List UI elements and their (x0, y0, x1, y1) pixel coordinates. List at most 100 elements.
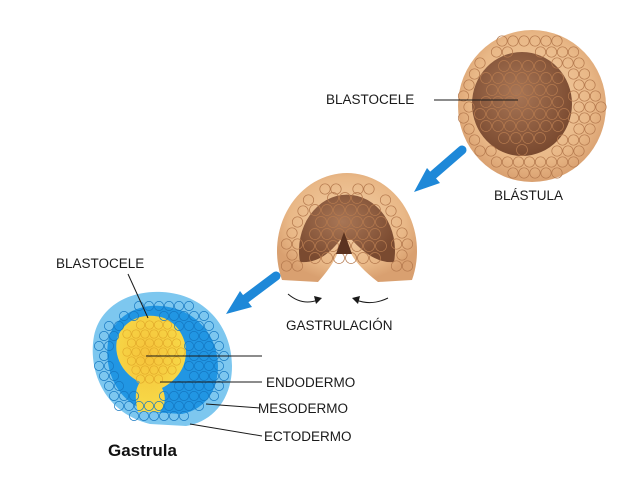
cell (507, 167, 519, 179)
cell (204, 341, 214, 351)
cell (122, 347, 132, 357)
cell (375, 240, 387, 252)
cell (573, 123, 585, 135)
cell (194, 381, 204, 391)
cell (589, 90, 602, 102)
cell (129, 311, 139, 321)
cell (131, 365, 141, 375)
cell (551, 57, 563, 69)
cell (99, 351, 109, 361)
cell (153, 338, 164, 348)
cell (153, 320, 164, 330)
cell (545, 46, 558, 58)
leader-ectodermo (189, 423, 263, 437)
cell (104, 381, 114, 391)
cell (209, 331, 219, 341)
label-mesodermo: MESODERMO (258, 401, 348, 416)
cell (595, 101, 607, 113)
cell (339, 216, 351, 228)
cell (401, 238, 414, 250)
cell (584, 79, 596, 91)
cell (174, 321, 184, 331)
cell (280, 260, 293, 272)
cell (552, 120, 564, 132)
cell (189, 311, 199, 321)
cell (204, 381, 214, 391)
label-blastocele-left: BLASTOCELE (56, 256, 144, 271)
cell (194, 341, 204, 351)
cell (522, 132, 534, 144)
cell (523, 156, 536, 168)
cell (345, 228, 357, 240)
cell (126, 356, 137, 366)
cell (309, 228, 321, 240)
cell (474, 145, 486, 157)
cell (357, 204, 369, 216)
cell (144, 374, 155, 384)
cell (162, 338, 173, 348)
cell (144, 338, 155, 348)
cell (114, 401, 124, 411)
cell (567, 134, 580, 146)
cell (122, 329, 132, 339)
cell (504, 120, 516, 132)
cell (567, 156, 580, 168)
cell (584, 101, 596, 113)
cell (522, 60, 534, 72)
cell (556, 156, 569, 168)
cell (327, 240, 339, 252)
cell (339, 192, 351, 204)
cell (134, 401, 144, 411)
cell (184, 301, 194, 311)
cell (589, 112, 602, 124)
cell (369, 228, 381, 240)
cell (321, 228, 333, 240)
cell (194, 401, 204, 411)
cell (164, 401, 174, 411)
cell (286, 249, 298, 261)
cell (457, 90, 470, 102)
cell (164, 301, 174, 311)
cell (562, 145, 574, 157)
cell (189, 331, 199, 341)
cell (149, 365, 159, 375)
cell (540, 120, 552, 132)
cell (124, 401, 134, 411)
cell (501, 156, 514, 168)
cell (327, 216, 339, 228)
cell (219, 371, 229, 381)
cell (315, 216, 327, 228)
cell (510, 84, 522, 96)
cell (327, 192, 339, 204)
label-blastocele-top: BLASTOCELE (326, 92, 414, 107)
cell (94, 361, 104, 371)
cell (199, 311, 209, 321)
cell (302, 194, 315, 206)
cell (291, 216, 304, 228)
cell (486, 108, 498, 120)
cell (179, 411, 189, 421)
cell (534, 84, 546, 96)
cell (551, 35, 563, 47)
cell (345, 204, 357, 216)
cell (94, 341, 104, 351)
cell (104, 361, 114, 371)
cell (209, 371, 219, 381)
cell (518, 35, 530, 47)
cell (396, 249, 408, 261)
cell (114, 321, 124, 331)
leader-blastocele-left (127, 273, 149, 319)
cell (159, 391, 169, 401)
cell (510, 60, 522, 72)
cell (330, 183, 342, 195)
cell (140, 365, 150, 375)
cell (573, 57, 585, 69)
blastula (457, 30, 607, 182)
cell (546, 84, 558, 96)
cell (556, 134, 569, 146)
cell (540, 96, 552, 108)
cell (126, 338, 137, 348)
cell (528, 72, 540, 84)
cell (573, 145, 585, 157)
